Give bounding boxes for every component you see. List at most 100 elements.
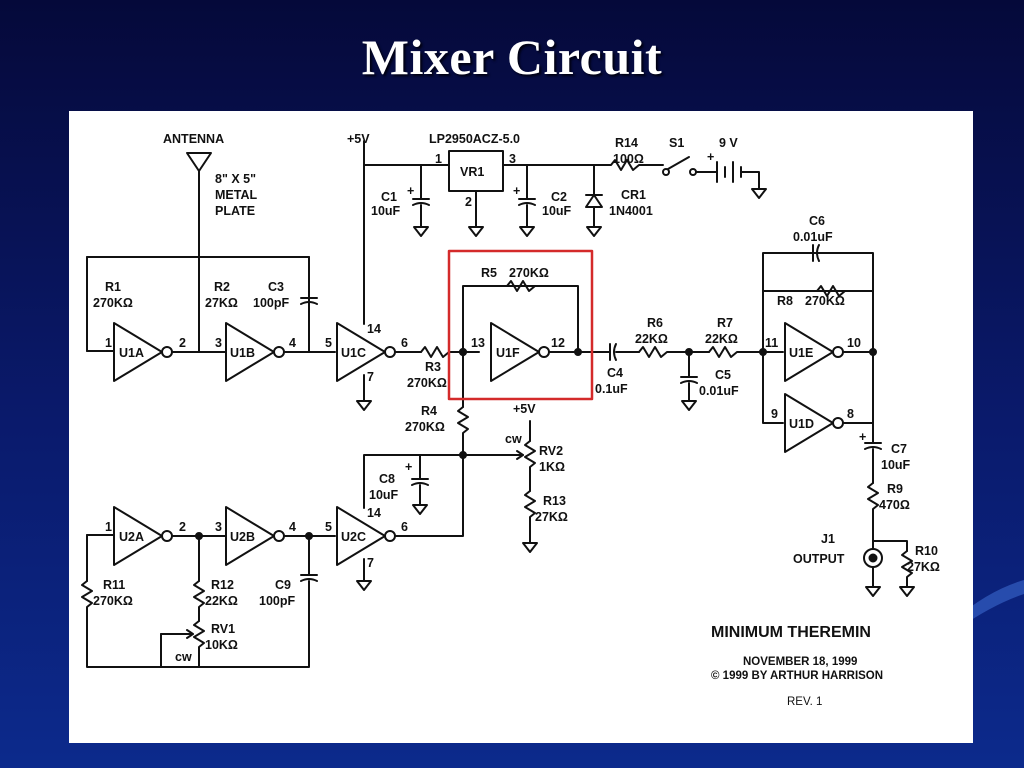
s1-label: S1 [669,136,684,150]
c8-value: 10uF [369,488,399,502]
r7-value: 22KΩ [705,332,738,346]
c1-value: 10uF [371,204,401,218]
r12-label: R12 [211,578,234,592]
r4-label: R4 [421,404,437,418]
r5-label: R5 [481,266,497,280]
output-label: OUTPUT [793,552,845,566]
c2-capacitor [518,198,536,206]
c5-label: C5 [715,368,731,382]
vr1-pin2: 2 [465,195,472,209]
schematic-panel: ANTENNA 8" X 5" METAL PLATE +5V LP2950AC… [69,111,973,743]
c4-value: 0.1uF [595,382,628,396]
r5-resistor [506,280,536,292]
c6-value: 0.01uF [793,230,833,244]
u1c-pin6: 6 [401,336,408,350]
r13-resistor [524,490,536,544]
r10-value: 27KΩ [907,560,940,574]
vr1-pin3: 3 [509,152,516,166]
r4-value: 270KΩ [405,420,445,434]
c7-capacitor [864,442,882,450]
r3-value: 270KΩ [407,376,447,390]
c1-plus: + [407,184,414,198]
u1b-pin3: 3 [215,336,222,350]
c2-plus: + [513,184,520,198]
slide-title: Mixer Circuit [361,29,663,85]
c5-value: 0.01uF [699,384,739,398]
r3-label: R3 [425,360,441,374]
c3-value: 100pF [253,296,289,310]
u1b-pin4: 4 [289,336,296,350]
cr1-label: CR1 [621,188,646,202]
u2c-label: U2C [341,530,366,544]
r2-value: 27KΩ [205,296,238,310]
c2-value: 10uF [542,204,572,218]
u1d-label: U1D [789,417,814,431]
antenna-label: ANTENNA [163,132,224,146]
drawing-date: NOVEMBER 18, 1999 [743,656,857,668]
c9-capacitor [300,574,318,582]
rv2-label: RV2 [539,444,563,458]
c6-label: C6 [809,214,825,228]
revision-label: REV. 1 [787,696,822,708]
u2c-pin7: 7 [367,556,374,570]
u2b-pin3: 3 [215,520,222,534]
rv1-pot [193,620,205,668]
u1d-pin9: 9 [771,407,778,421]
u1a-pin1: 1 [105,336,112,350]
r1-value: 270KΩ [93,296,133,310]
u1c-pin7: 7 [367,370,374,384]
c7-label: C7 [891,442,907,456]
r1-label: R1 [105,280,121,294]
r5-value: 270KΩ [509,266,549,280]
schematic-diagram: ANTENNA 8" X 5" METAL PLATE +5V LP2950AC… [81,132,940,708]
r12-value: 22KΩ [205,594,238,608]
vcc-label-top: +5V [347,132,370,146]
c1-capacitor [412,198,430,206]
u1c-pin14: 14 [367,322,381,336]
vcc-label-mid: +5V [513,402,536,416]
r12-resistor [193,580,205,622]
r9-resistor [867,482,879,532]
rv2-value: 1KΩ [539,460,565,474]
r8-label: R8 [777,294,793,308]
u1a-pin2: 2 [179,336,186,350]
u1e-pin10: 10 [847,336,861,350]
rv1-cw: cw [175,650,192,664]
u2c-pin5: 5 [325,520,332,534]
c5-capacitor [680,376,698,384]
cr1-diode [585,194,603,208]
plate-label-3: PLATE [215,204,255,218]
u2b-label: U2B [230,530,255,544]
u2a-pin2: 2 [179,520,186,534]
rv1-label: RV1 [211,622,235,636]
r6-resistor [638,346,710,358]
battery-plus: + [707,150,714,164]
r14-value: 100Ω [613,152,644,166]
r14-label: R14 [615,136,638,150]
r8-value: 270KΩ [805,294,845,308]
regulator-label: LP2950ACZ-5.0 [429,132,520,146]
u2b-pin4: 4 [289,520,296,534]
u1e-label: U1E [789,346,813,360]
r13-value: 27KΩ [535,510,568,524]
s1-switch [667,156,690,170]
c9-value: 100pF [259,594,295,608]
c4-label: C4 [607,366,623,380]
battery [716,161,742,183]
r9-value: 470Ω [879,498,910,512]
u2a-label: U2A [119,530,144,544]
rv2-pot [524,440,536,492]
r10-resistor [901,550,913,588]
r6-value: 22KΩ [635,332,668,346]
u1d-pin8: 8 [847,407,854,421]
cr1-value: 1N4001 [609,204,653,218]
r7-label: R7 [717,316,733,330]
u1f-pin13: 13 [471,336,485,350]
u1f-pin12: 12 [551,336,565,350]
r10-label: R10 [915,544,938,558]
u1b-label: U1B [230,346,255,360]
u1a-label: U1A [119,346,144,360]
u2c-pin14: 14 [367,506,381,520]
antenna-symbol [186,152,212,172]
c8-label: C8 [379,472,395,486]
